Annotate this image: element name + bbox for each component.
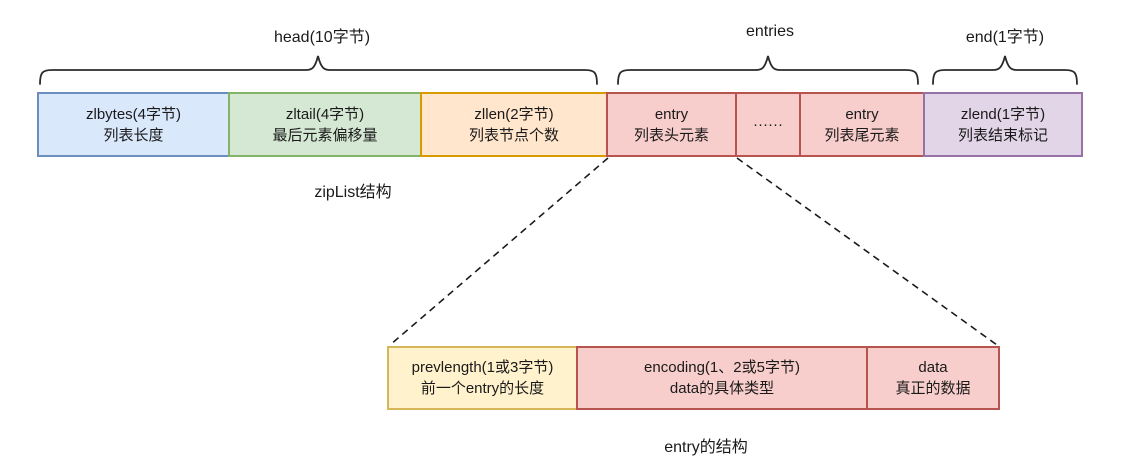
zlbytes-subtitle: 列表长度 xyxy=(103,126,164,144)
zltail-box: zltail(4字节) 最后元素偏移量 xyxy=(228,92,422,157)
encoding-box: encoding(1、2或5字节) data的具体类型 xyxy=(576,346,868,410)
entry-detail-caption: entry的结构 xyxy=(664,439,748,456)
zllen-title: zllen(2字节) xyxy=(474,105,554,123)
entry-tail-subtitle: 列表尾元素 xyxy=(824,126,900,144)
encoding-title: encoding(1、2或5字节) xyxy=(644,359,800,376)
ziplist-caption: zipList结构 xyxy=(314,184,392,201)
zlbytes-box: zlbytes(4字节) 列表长度 xyxy=(37,92,230,157)
zoom-dashed-line-left xyxy=(389,157,609,346)
entry-head-title: entry xyxy=(654,105,689,123)
end-group-label: end(1字节) xyxy=(965,29,1045,46)
entry-tail-box: entry 列表尾元素 xyxy=(799,92,925,157)
zllen-box: zllen(2字节) 列表节点个数 xyxy=(420,92,608,157)
zlend-title: zlend(1字节) xyxy=(960,105,1046,123)
entry-ellipsis-box: ······ xyxy=(735,92,801,157)
encoding-subtitle: data的具体类型 xyxy=(669,380,775,397)
entry-head-subtitle: 列表头元素 xyxy=(633,126,709,144)
zltail-subtitle: 最后元素偏移量 xyxy=(272,126,378,144)
prevlength-box: prevlength(1或3字节) 前一个entry的长度 xyxy=(387,346,578,410)
data-box: data 真正的数据 xyxy=(866,346,1000,410)
end-brace xyxy=(932,55,1078,85)
zoom-dashed-line-right xyxy=(736,157,998,346)
prevlength-title: prevlength(1或3字节) xyxy=(411,359,554,376)
entries-group-label: entries xyxy=(745,23,795,40)
head-brace xyxy=(39,55,598,85)
zlbytes-title: zlbytes(4字节) xyxy=(85,105,182,123)
zlend-subtitle: 列表结束标记 xyxy=(957,126,1048,144)
data-subtitle: 真正的数据 xyxy=(895,380,971,397)
head-group-label: head(10字节) xyxy=(273,29,371,46)
entries-brace xyxy=(617,55,919,85)
ellipsis-text: ······ xyxy=(753,116,783,133)
zltail-title: zltail(4字节) xyxy=(285,105,365,123)
data-title: data xyxy=(918,359,948,376)
zllen-subtitle: 列表节点个数 xyxy=(468,126,559,144)
entry-tail-title: entry xyxy=(845,105,879,123)
entry-head-box: entry 列表头元素 xyxy=(606,92,737,157)
zlend-box: zlend(1字节) 列表结束标记 xyxy=(923,92,1083,157)
prevlength-subtitle: 前一个entry的长度 xyxy=(420,380,545,397)
